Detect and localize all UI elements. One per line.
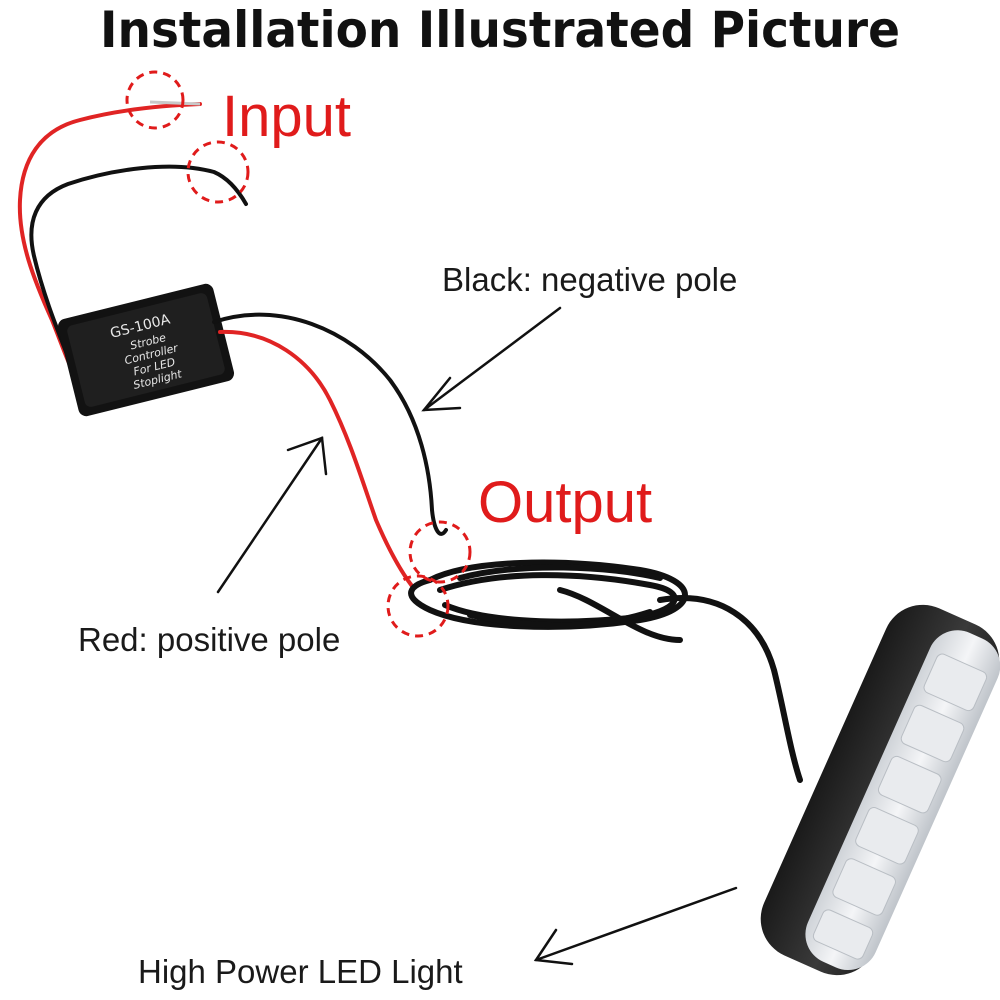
black-pole-arrow bbox=[424, 308, 560, 410]
led-light-bar bbox=[748, 592, 1000, 988]
black-negative-pole-label: Black: negative pole bbox=[442, 263, 737, 296]
input-label: Input bbox=[222, 88, 351, 146]
page-title: Installation Illustrated Picture bbox=[30, 0, 970, 60]
led-light-label: High Power LED Light bbox=[138, 955, 463, 988]
output-label: Output bbox=[478, 474, 652, 532]
led-arrow bbox=[536, 888, 736, 964]
output-black-wire bbox=[214, 315, 446, 534]
coiled-cable bbox=[411, 563, 800, 780]
strobe-controller-module: GS-100A Strobe Controller For LED Stopli… bbox=[56, 282, 235, 418]
red-positive-pole-label: Red: positive pole bbox=[78, 623, 340, 656]
led-lead-wire bbox=[660, 598, 800, 780]
input-red-marker bbox=[127, 72, 183, 128]
red-pole-arrow bbox=[218, 438, 326, 592]
input-red-wire-tip bbox=[150, 102, 200, 104]
